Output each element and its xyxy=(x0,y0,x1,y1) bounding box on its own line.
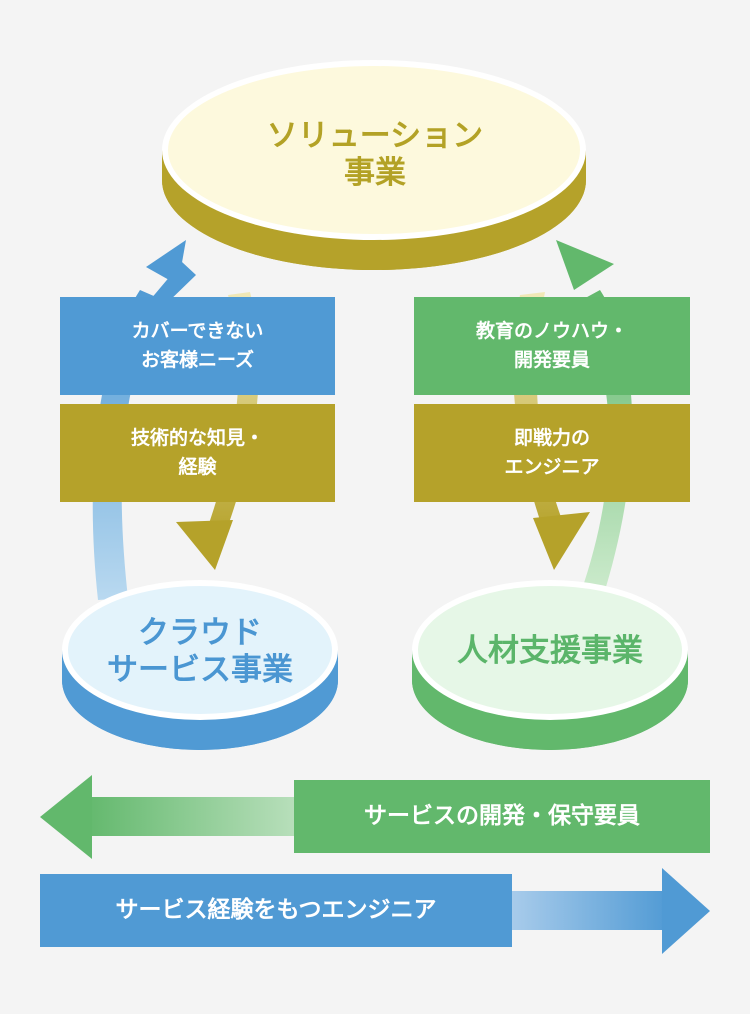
box-line: 経験 xyxy=(178,456,217,478)
box-line: 開発要員 xyxy=(513,349,590,371)
box-line: 教育のノウハウ・ xyxy=(475,319,628,342)
green-flow-arrow xyxy=(40,775,296,859)
olive-right-arrowhead xyxy=(533,512,590,570)
box-line: 技術的な知見・ xyxy=(130,426,264,449)
box-line: お客様ニーズ xyxy=(140,349,255,371)
solution-disc xyxy=(162,60,586,270)
flow-to-hr-text: サービス経験をもつエンジニア xyxy=(115,896,437,923)
cloud-to-solution-box: カバーできない お客様ニーズ xyxy=(60,297,335,395)
solution-to-hr-box: 即戦力の エンジニア xyxy=(414,404,690,502)
hr-to-solution-box: 教育のノウハウ・ 開発要員 xyxy=(414,297,690,395)
cloud-disc xyxy=(62,580,338,750)
solution-to-cloud-box: 技術的な知見・ 経験 xyxy=(60,404,335,502)
box-line: エンジニア xyxy=(504,456,600,478)
cloud-label-line1: クラウド xyxy=(138,614,262,651)
flow-to-cloud-text: サービスの開発・保守要員 xyxy=(364,802,640,829)
green-arrowhead xyxy=(556,240,614,290)
flow-to-hr-bar: サービス経験をもつエンジニア xyxy=(40,874,512,947)
box-line: カバーできない xyxy=(131,319,264,342)
solution-label-line2: 事業 xyxy=(344,155,406,191)
blue-flow-arrow xyxy=(510,868,710,954)
hr-disc xyxy=(412,580,688,750)
cloud-label-line2: サービス事業 xyxy=(107,652,293,688)
hr-label-text: 人材支援事業 xyxy=(457,633,643,670)
hr-business-label: 人材支援事業 xyxy=(420,620,680,684)
flow-to-cloud-bar: サービスの開発・保守要員 xyxy=(294,780,710,853)
olive-left-arrowhead xyxy=(176,520,233,570)
solution-business-label: ソリューション 事業 xyxy=(200,110,550,200)
box-line: 即戦力の xyxy=(513,426,590,449)
cloud-business-label: クラウド サービス事業 xyxy=(70,612,330,692)
solution-label-line1: ソリューション xyxy=(266,117,484,154)
